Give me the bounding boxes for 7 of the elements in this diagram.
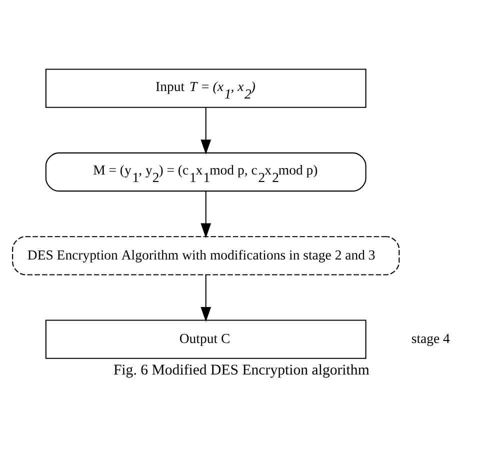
arrow: [200, 274, 212, 322]
caption: Fig. 6 Modified DES Encryption algorithm: [113, 362, 370, 378]
label: stage 4: [411, 330, 450, 346]
arrow: [200, 191, 212, 238]
arrow: [200, 107, 212, 154]
node-box: DES Encryption Algorithm with modifications in stage 2 and 3: [12, 236, 400, 276]
node-box: Output C: [45, 320, 366, 359]
